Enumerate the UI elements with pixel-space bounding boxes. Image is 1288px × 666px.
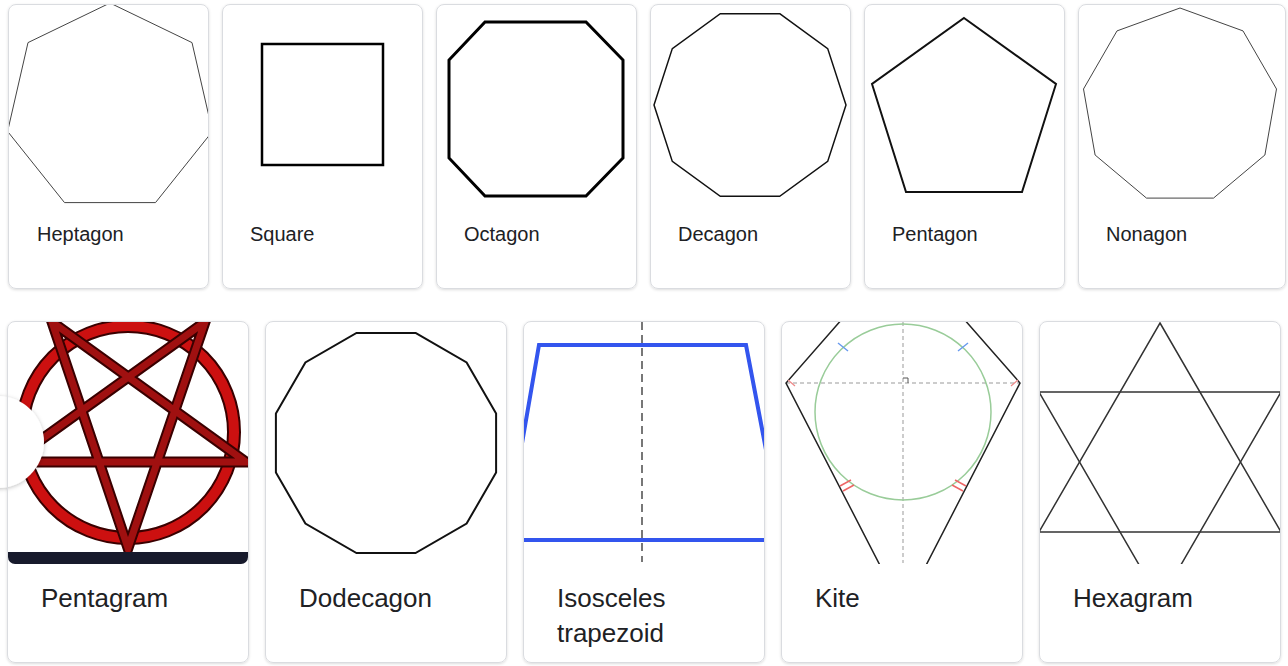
result-card: Hexagram xyxy=(1039,321,1281,663)
trapezoid-figure xyxy=(524,322,764,562)
octagon-figure xyxy=(449,22,623,196)
hexagram-figure xyxy=(1040,323,1280,564)
result-card: Octagon xyxy=(436,4,637,289)
trapezoid-base xyxy=(524,538,764,542)
right-angle-mark xyxy=(903,378,908,383)
card-label: Dodecagon xyxy=(299,581,480,616)
card-label: Isosceles trapezoid xyxy=(557,581,738,651)
decagon-figure xyxy=(654,14,846,197)
result-card: Pentagram xyxy=(7,321,249,663)
tick-marks xyxy=(840,480,966,491)
image-ground xyxy=(8,322,248,564)
heptagon-figure xyxy=(9,5,208,203)
card-label: Pentagram xyxy=(41,581,222,616)
card-label: Decagon xyxy=(678,222,824,246)
square-figure xyxy=(262,44,383,165)
tick-marks xyxy=(838,343,968,351)
dodecagon-figure xyxy=(276,333,496,553)
pentagram-figure xyxy=(8,322,248,564)
nonagon-figure xyxy=(1084,8,1277,198)
result-card: Heptagon xyxy=(8,4,209,289)
star-outline xyxy=(10,322,246,548)
kite-figure xyxy=(786,322,1020,564)
button-chevron xyxy=(12,430,22,454)
card-label: Heptagon xyxy=(37,222,182,246)
card-label: Pentagon xyxy=(892,222,1038,246)
card-label: Square xyxy=(250,222,396,246)
card-label: Nonagon xyxy=(1106,222,1259,246)
result-card: Isosceles trapezoid xyxy=(523,321,765,663)
diagonal xyxy=(786,383,1020,384)
result-card: Dodecagon xyxy=(265,321,507,663)
card-label: Octagon xyxy=(464,222,610,246)
diagonal xyxy=(903,322,904,563)
result-card: Nonagon xyxy=(1078,4,1286,289)
star xyxy=(10,322,246,548)
symmetry-axis xyxy=(641,322,643,562)
kite-edges xyxy=(786,322,1020,564)
trapezoid-edges xyxy=(524,345,764,455)
result-card: Square xyxy=(222,4,423,289)
pentagon-figure xyxy=(872,18,1056,192)
result-card: Decagon xyxy=(650,4,851,289)
vertex-marks xyxy=(788,380,1018,386)
result-card: Pentagon xyxy=(864,4,1065,289)
triangle-up xyxy=(1040,323,1280,532)
card-label: Hexagram xyxy=(1073,581,1254,616)
incircle xyxy=(815,324,991,500)
image-bar xyxy=(8,552,248,564)
triangle-down xyxy=(1040,392,1280,564)
result-card: Kite xyxy=(781,321,1023,663)
card-label: Kite xyxy=(815,581,996,616)
